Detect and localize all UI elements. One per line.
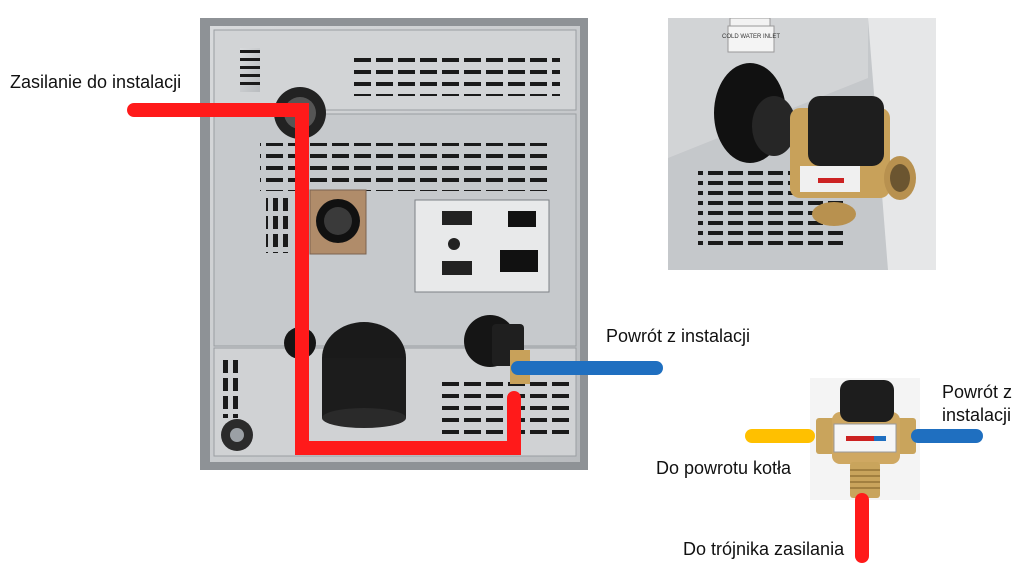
supply-pipe xyxy=(127,103,521,455)
supply-label: Zasilanie do instalacji xyxy=(10,72,182,92)
cold-water-inlet-label: COLD WATER INLET xyxy=(722,34,780,40)
supply-tee-label: Do trójnika zasilania xyxy=(683,539,845,559)
return-right-label-line2: instalacji xyxy=(942,405,1012,425)
mixing-valve-closeup-photo: COLD WATER INLET xyxy=(668,18,936,270)
return-label: Powrót z instalacji xyxy=(606,326,751,346)
boiler-back-panel-photo xyxy=(200,18,588,470)
return-right-label-line1: Powrót z xyxy=(942,382,1013,402)
boiler-return-label: Do powrotu kotła xyxy=(656,458,792,478)
mixing-valve-product-photo xyxy=(810,378,920,500)
